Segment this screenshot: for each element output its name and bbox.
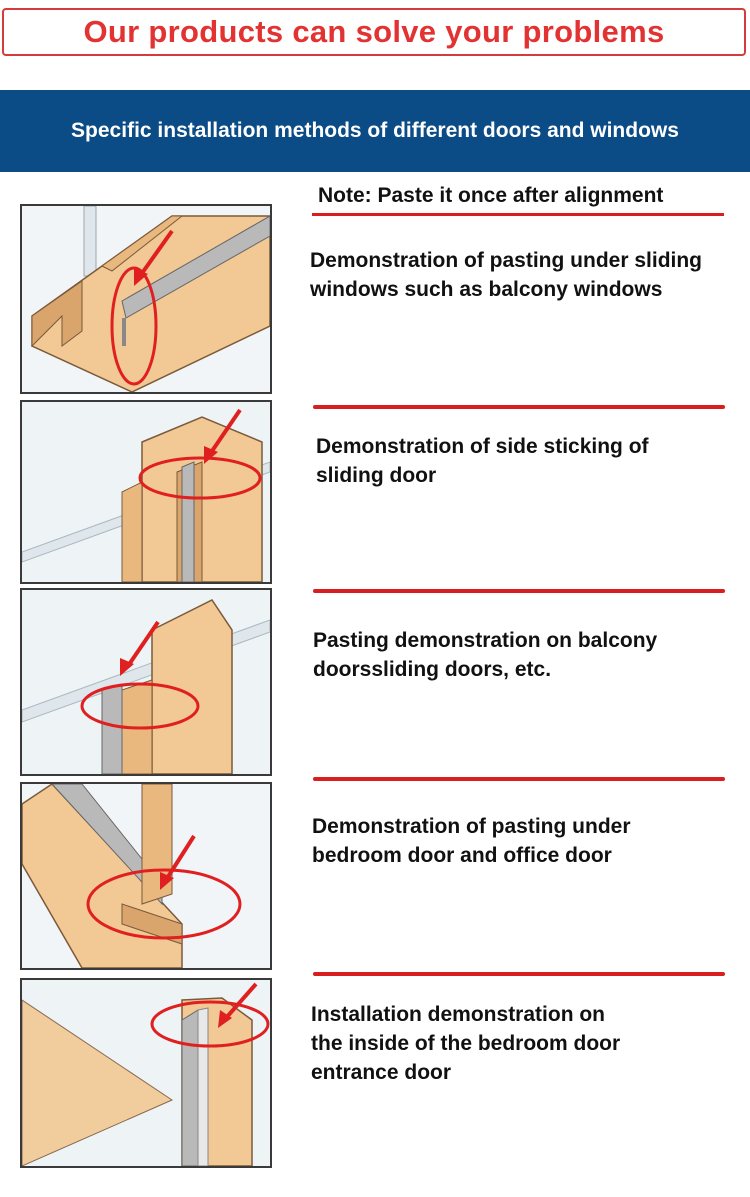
divider-3 [313,777,725,781]
header-banner: Our products can solve your problems [2,8,746,56]
divider-4 [313,972,725,976]
divider-1 [313,405,725,409]
item-2-line-2: sliding door [316,464,437,487]
illustration-bedroom-door-bottom [20,782,272,970]
illustration-sliding-window [20,204,272,394]
item-1-line-1: Demonstration of pasting under sliding [310,249,703,272]
item-2-line-1: Demonstration of side sticking of [316,435,649,458]
divider-2 [313,589,725,593]
item-5-line-1: Installation demonstration on [311,1003,606,1026]
illustration-bedroom-door-inside [20,978,272,1168]
item-4-description: Demonstration of pasting under bedroom d… [312,812,631,870]
item-1-description: Demonstration of pasting under sliding w… [310,246,702,304]
item-5-description: Installation demonstration on the inside… [311,1000,620,1087]
section-title: Specific installation methods of differe… [71,119,679,142]
illustration-balcony-door [20,588,272,776]
note-underline [312,213,724,216]
item-1-line-2: windows such as balcony windows [310,278,663,301]
section-header-bar: Specific installation methods of differe… [0,90,750,172]
item-4-line-1: Demonstration of pasting under [312,815,631,838]
item-3-line-2: doorssliding doors, etc. [313,658,552,681]
page-title: Our products can solve your problems [83,14,665,49]
item-5-line-2: the inside of the bedroom door [311,1032,621,1055]
item-3-line-1: Pasting demonstration on balcony [313,629,658,652]
illustration-sliding-door-side [20,400,272,584]
item-3-description: Pasting demonstration on balcony doorssl… [313,626,657,684]
item-4-line-2: bedroom door and office door [312,844,612,867]
note-text: Note: Paste it once after alignment [318,184,664,207]
item-5-line-3: entrance door [311,1061,452,1084]
item-2-description: Demonstration of side sticking of slidin… [316,432,649,490]
